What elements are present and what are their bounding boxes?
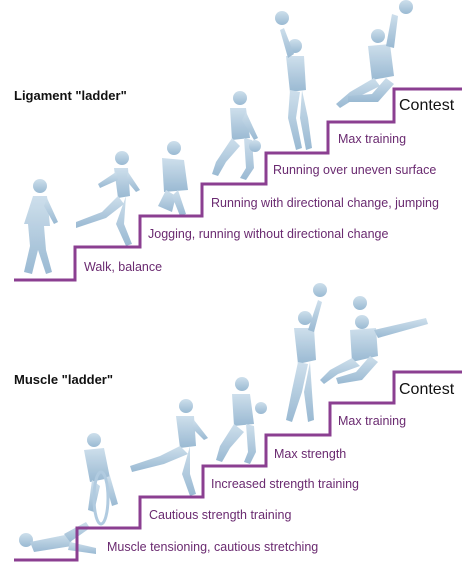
muscle-step-label-3: Increased strength training: [211, 477, 360, 491]
walking-figure: [24, 179, 58, 274]
volleyball-set-figure-2: [286, 283, 327, 422]
jogging-figure: [158, 141, 188, 216]
muscle-step-label-4: Max strength: [274, 447, 347, 461]
ligament-step-label-4: Running over uneven surface: [273, 163, 437, 177]
muscle-contest-label: Contest: [399, 381, 455, 398]
muscle-step-label-2: Cautious strength training: [149, 508, 292, 522]
muscle-ladder-title: Muscle "ladder": [14, 372, 114, 387]
ligament-figures: [24, 0, 413, 274]
muscle-step-label-1: Muscle tensioning, cautious stretching: [107, 540, 319, 554]
ligament-step-label-3: Running with directional change, jumping: [211, 196, 439, 210]
ligament-step-label-1: Walk, balance: [84, 260, 163, 274]
ligament-stair-line: [14, 87, 462, 282]
muscle-step-label-5: Max training: [338, 414, 407, 428]
ligament-step-label-5: Max training: [338, 132, 407, 146]
volleyball-spike-figure: [336, 0, 413, 108]
volleyball-spike-figure-2: [320, 296, 428, 384]
muscle-stair-line: [14, 370, 462, 562]
running-figure: [76, 151, 140, 246]
ligament-step-label-2: Jogging, running without directional cha…: [148, 227, 389, 241]
cycling-figure: [84, 433, 118, 526]
running-figure-2: [130, 399, 208, 496]
dribbling-figure: [212, 91, 261, 180]
ligament-ladder-title: Ligament "ladder": [14, 88, 127, 103]
volleyball-set-figure: [275, 11, 312, 150]
dribbling-figure-2: [216, 377, 267, 464]
ligament-contest-label: Contest: [399, 97, 455, 114]
